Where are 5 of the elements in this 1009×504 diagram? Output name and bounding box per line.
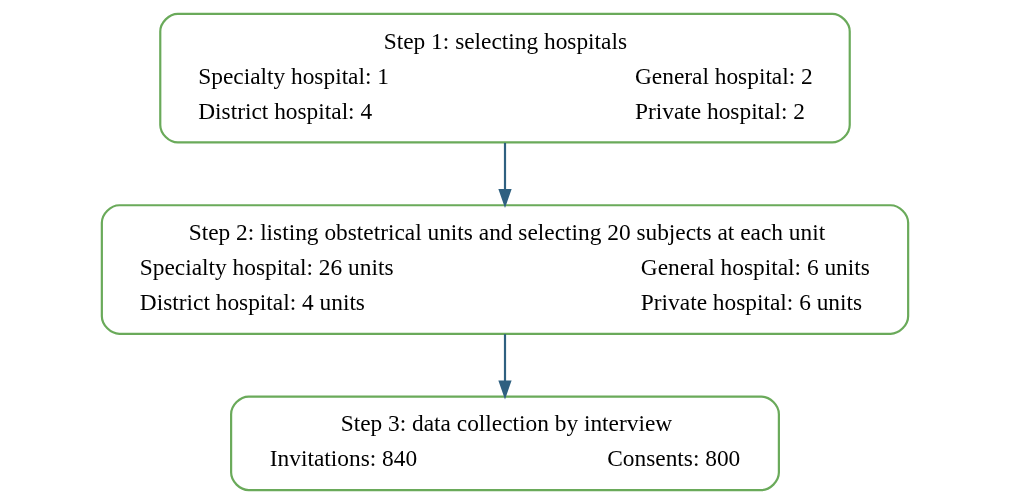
node-box: Step 2: listing obstetrical units and selecting 20 subjects at each unit Specialty hospital: 26 units General hospital: 6 units District hospital: 4 units Private hospital: 6 units (100, 204, 909, 335)
arrow (497, 334, 512, 400)
arrow (497, 142, 512, 208)
node-box: Step 1: selecting hospitals Specialty hospital: 1 General hospital: 2 District hospital: 4 Private hospital: 2 (158, 12, 851, 144)
node-box: Step 3: data collection by interview Invitations: 840 Consents: 800 (229, 395, 780, 492)
